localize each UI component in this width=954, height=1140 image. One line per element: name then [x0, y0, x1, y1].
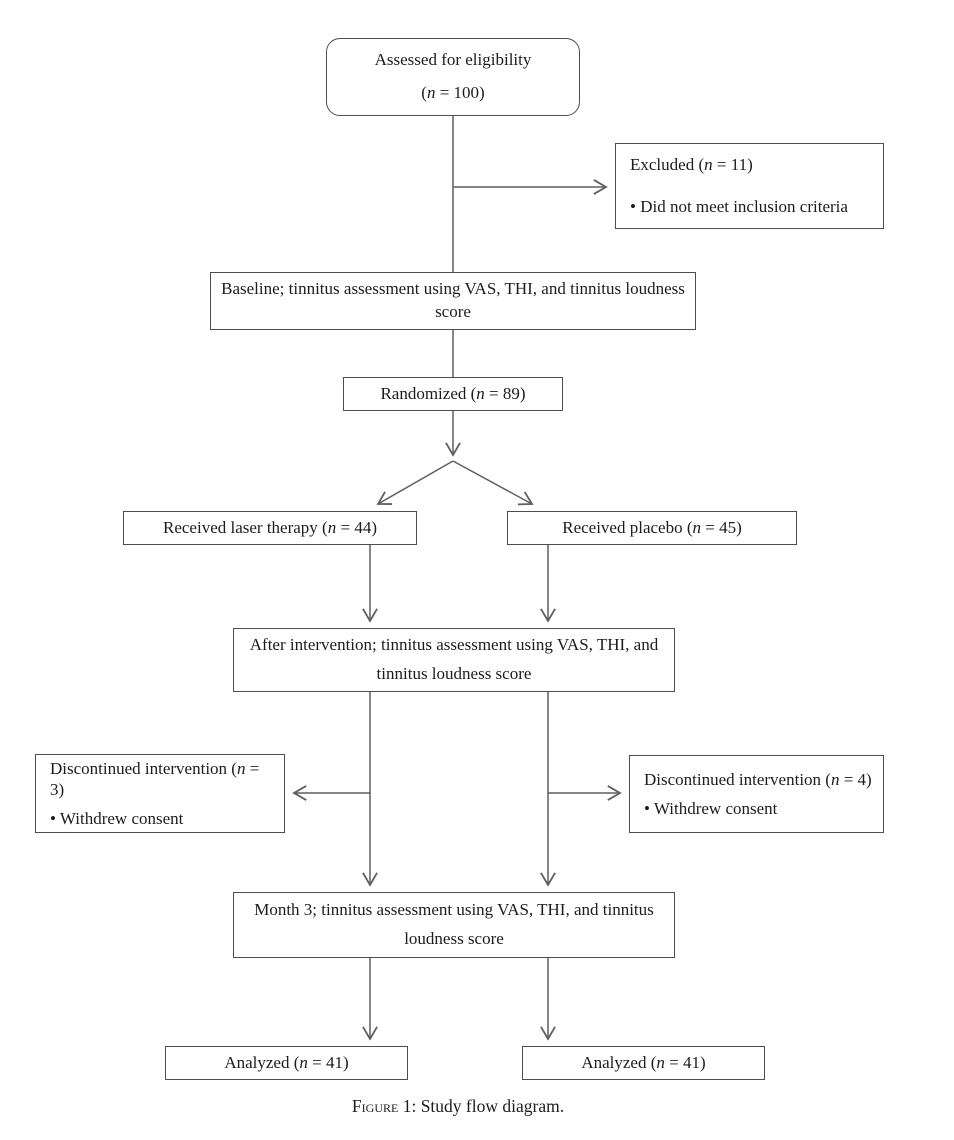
node-count: (n = 100) [421, 83, 485, 102]
node-text: Discontinued intervention (n = 3) [50, 758, 260, 799]
node-analyzed-placebo: Analyzed (n = 41) [522, 1046, 765, 1080]
node-text: Received laser therapy (n = 44) [163, 518, 377, 538]
node-text: Analyzed (n = 41) [581, 1053, 706, 1073]
node-discontinued-intervention-laser: Discontinued intervention (n = 3) • With… [35, 754, 285, 833]
node-bullet-reason: • Withdrew consent [50, 809, 184, 829]
node-baseline-assessment: Baseline; tinnitus assessment using VAS,… [210, 272, 696, 330]
connector-diagonal-to-placebo [452, 460, 534, 506]
node-text: Excluded (n = 11) [630, 154, 753, 174]
figure-caption-label: Figure 1: [351, 1096, 417, 1116]
node-text: Randomized (n = 89) [380, 384, 526, 404]
node-assessed-for-eligibility: Assessed for eligibility (n = 100) [326, 38, 580, 116]
node-text: Received placebo (n = 45) [562, 518, 742, 538]
node-after-intervention-assessment: After intervention; tinnitus assessment … [233, 628, 675, 692]
connector-diagonal-to-laser [376, 460, 454, 505]
node-discontinued-intervention-placebo: Discontinued intervention (n = 4) • With… [629, 755, 884, 833]
figure-caption: Figure 1: Study flow diagram. [0, 1096, 916, 1117]
node-text: Baseline; tinnitus assessment using VAS,… [221, 279, 685, 321]
node-text: Discontinued intervention (n = 4) [644, 769, 872, 789]
node-text: Assessed for eligibility [374, 50, 532, 70]
node-month3-assessment: Month 3; tinnitus assessment using VAS, … [233, 892, 675, 958]
node-received-placebo: Received placebo (n = 45) [507, 511, 797, 545]
node-randomized: Randomized (n = 89) [343, 377, 563, 411]
node-text: Analyzed (n = 41) [224, 1053, 349, 1073]
node-analyzed-laser: Analyzed (n = 41) [165, 1046, 408, 1080]
node-bullet-reason: • Did not meet inclusion criteria [630, 197, 848, 216]
figure-caption-text: Study flow diagram. [420, 1096, 565, 1116]
node-received-laser-therapy: Received laser therapy (n = 44) [123, 511, 417, 545]
node-bullet-reason: • Withdrew consent [644, 799, 778, 818]
node-excluded: Excluded (n = 11) • Did not meet inclusi… [615, 143, 884, 229]
node-text: After intervention; tinnitus assessment … [249, 635, 659, 683]
node-text: Month 3; tinnitus assessment using VAS, … [254, 900, 654, 948]
